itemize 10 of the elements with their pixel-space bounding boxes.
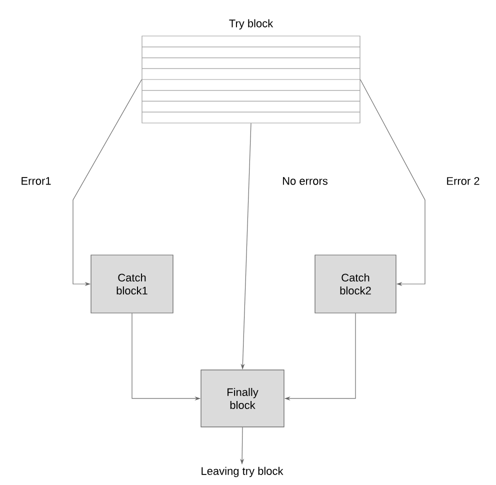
edge-label: No errors xyxy=(281,176,329,186)
edge-label: Error 2 xyxy=(445,176,481,186)
node-label: Try block xyxy=(229,19,274,30)
process-box: Catch block1 xyxy=(90,254,174,314)
end-label: Leaving try block xyxy=(202,466,284,478)
process-box: Catch block2 xyxy=(314,254,396,314)
arrow xyxy=(360,79,426,286)
try-block-box: Try block xyxy=(142,19,360,124)
edge-label: Error1 xyxy=(20,176,52,186)
process-box: Finally block xyxy=(200,370,284,428)
